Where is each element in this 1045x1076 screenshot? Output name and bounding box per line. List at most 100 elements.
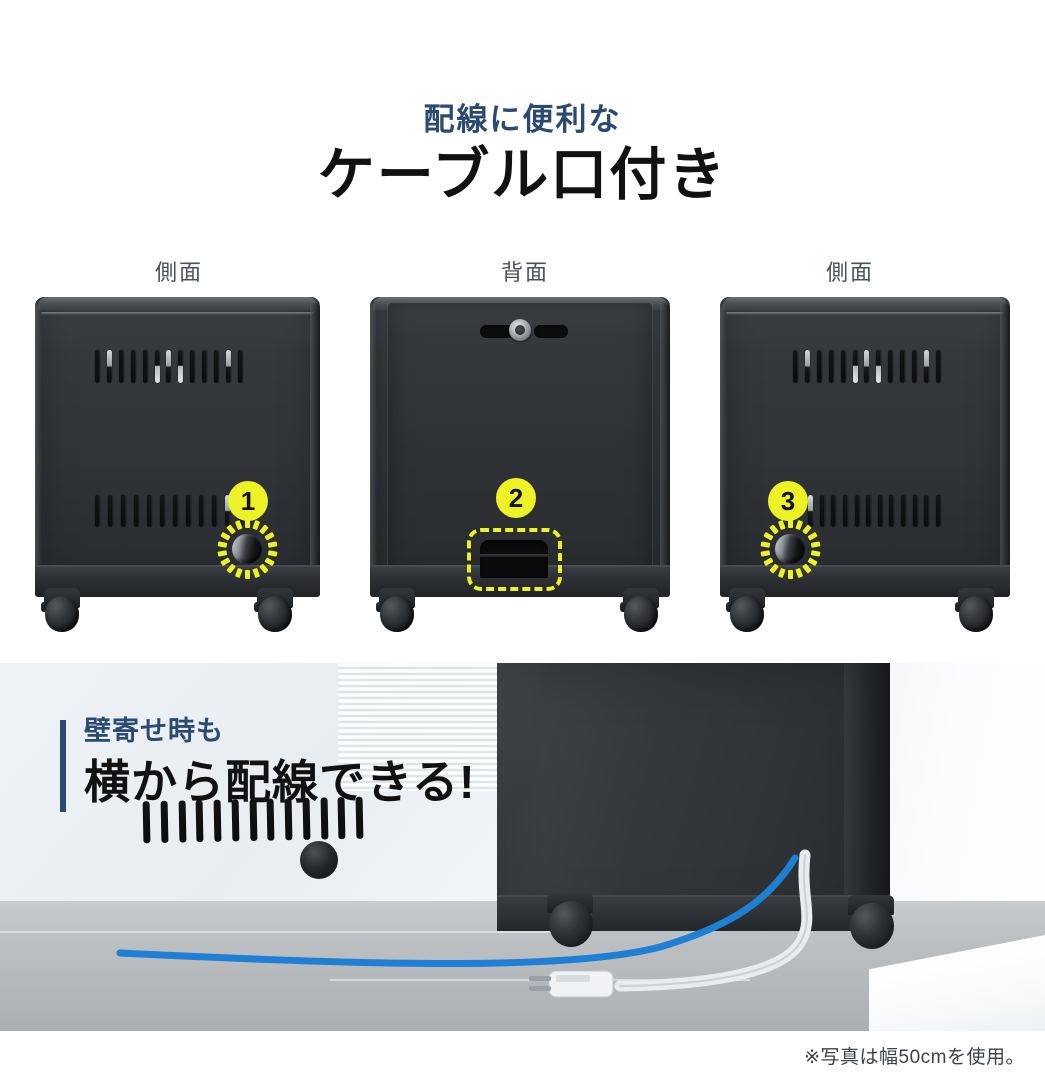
vent-slot [154,350,160,383]
vent-slot [160,495,165,527]
vent-slot [912,350,918,383]
vent-row-lower [95,495,243,527]
vent-row-lower [808,495,941,527]
heading-accent-bar [60,720,66,812]
vent-slot [889,495,895,527]
cabinet-left-edge [370,303,377,579]
vent-row-upper [95,350,243,383]
vent-slot [237,350,243,383]
headline-block: 配線に便利な ケーブル口付き [0,104,1045,207]
vent-slot [134,495,139,527]
vent-slot [876,350,882,383]
vent-row-upper [793,350,941,383]
headline-subtitle: 配線に便利な [423,102,622,137]
bottom-heading-title: 横から配線できる! [84,756,476,808]
cabinet-top-edge [37,297,318,310]
caster-wheel [254,588,296,636]
vent-slot [186,495,191,527]
vent-slot [95,495,100,527]
vent-slot [888,350,894,383]
lock-cylinder-icon [509,319,531,341]
cabinet-right-edge [1000,303,1010,579]
caster-wheel-disc [730,596,764,632]
vent-slot [900,350,906,383]
vent-slot [816,350,822,383]
caster-wheel [620,588,662,636]
cable-port-divider [480,554,548,558]
vent-slot [842,495,848,527]
badge-1: 1 [228,481,268,521]
footer: ※写真は幅50cmを使用。 [0,1031,1045,1076]
caster-wheel-disc [258,596,292,632]
bottom-heading-subtitle: 壁寄せ時も [84,716,224,746]
vent-slot [190,350,196,383]
vent-slot [819,495,825,527]
caster-wheel-disc [959,596,993,632]
cabinet-left-edge [720,303,727,579]
lock-vent-slot-right [534,325,568,338]
vent-slot [866,495,872,527]
vent-slot [877,495,883,527]
panel-label-side-right: 側面 [825,260,874,285]
cable-illustration [116,849,813,998]
cable-port-rect [480,540,548,578]
vent-slot [852,350,858,383]
photo-cabinet-side [844,663,890,931]
white-power-cable-shadow [619,854,808,987]
caster-wheel-disc [549,901,593,947]
cable-port-highlight-ring [217,519,277,579]
power-plug [529,970,614,998]
cable-port-circle [232,534,262,564]
vent-slot [854,495,860,527]
vent-slot [130,350,136,383]
vent-slot [202,350,208,383]
top-section: 配線に便利な ケーブル口付き 側面 背面 側面 [0,104,1045,636]
vent-slot [142,350,148,383]
vent-slot [225,350,231,383]
cabinet-right-edge [310,303,320,579]
vent-slot [924,495,930,527]
vent-slot [121,495,126,527]
vent-slot [212,495,217,527]
caster-wheel-disc [624,596,658,632]
panel-label-side-left: 側面 [154,260,203,285]
vent-slot [923,350,929,383]
vent-slot [173,495,178,527]
cabinet-top-highlight [40,312,315,315]
cabinet-top-highlight [725,312,1005,315]
photo-cable-port [300,841,338,879]
vent-slot [828,350,834,383]
vent-slot [178,350,184,383]
cabinet-side-right: 3 [720,297,1010,632]
cabinet-right-edge [660,303,670,579]
vent-slot [901,495,906,527]
vent-slot [840,350,846,383]
vent-slot [935,350,941,383]
badge-2: 2 [496,478,536,518]
vent-slot [808,495,813,527]
footnote-text: ※写真は幅50cmを使用。 [804,1047,1025,1068]
cabinet-side-left: 1 [35,297,320,632]
cabinet-top-edge [722,297,1008,310]
vent-slot [912,495,918,527]
caster-wheel-disc [380,596,414,632]
cable-port-highlight-ring [760,519,820,579]
cable-port-highlight-rect [467,528,562,591]
panel-label-row: 側面 背面 側面 [0,255,1045,289]
cabinet-left-edge [35,303,42,579]
vent-slot [95,350,100,383]
vent-slot [147,495,152,527]
vent-slot [935,495,941,527]
panel-label-back: 背面 [500,260,549,285]
window-blinds [338,663,510,791]
vent-slot [199,495,204,527]
caster-wheel-disc [45,596,79,632]
photo-section: 壁寄せ時も 横から配線できる! [0,663,1045,1031]
vent-slot [108,495,113,527]
floor-seam [0,931,560,933]
vent-slot [793,350,798,383]
vent-slot [831,495,837,527]
vent-slot [106,350,112,383]
cable-port-circle [775,534,805,564]
headline-title: ケーブル口付き [317,143,728,207]
